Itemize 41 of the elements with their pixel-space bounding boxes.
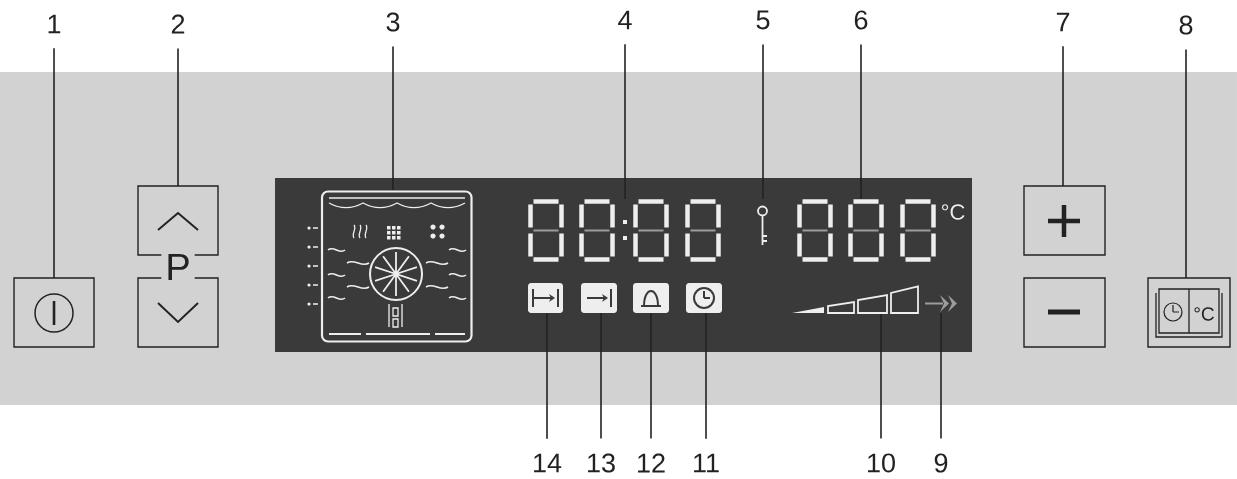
button-label: P (161, 252, 195, 282)
time-display (528, 199, 721, 262)
bell-icon (633, 283, 669, 313)
leader-line (940, 312, 942, 440)
unit-label: °C (942, 204, 965, 220)
callout-number: 4 (618, 10, 632, 30)
leader-line (1185, 48, 1187, 279)
end-time-icon (581, 283, 617, 313)
leader-line (53, 47, 55, 279)
leader-line (650, 312, 652, 440)
leader-line (860, 43, 862, 200)
leader-line (177, 47, 179, 187)
leader-line (546, 312, 548, 440)
clock-icon (686, 283, 722, 313)
callout-number: 1 (48, 14, 61, 34)
callout-number: 14 (534, 453, 562, 473)
unit-label: °C (1194, 307, 1214, 321)
oven-symbol-drawing (307, 190, 473, 343)
callout-number: 5 (756, 10, 770, 30)
callout-number: 8 (1179, 15, 1193, 35)
callout-number: 13 (588, 453, 615, 473)
leader-line (392, 45, 394, 191)
callout-number: 11 (694, 453, 719, 473)
leader-line (762, 43, 764, 200)
callout-number: 10 (868, 453, 895, 473)
callout-number: 2 (171, 14, 185, 34)
callout-number: 3 (386, 12, 400, 32)
temperature-display (797, 199, 936, 262)
leader-line (600, 312, 602, 440)
callout-number: 7 (1056, 12, 1070, 32)
level-bars-icon (792, 285, 919, 314)
callout-number: 12 (638, 453, 665, 473)
leader-line (880, 313, 882, 440)
leader-line (1062, 45, 1064, 187)
leader-line (705, 312, 707, 440)
callout-number: 9 (934, 453, 948, 473)
callout-number: 6 (854, 10, 868, 30)
key-icon (757, 205, 768, 246)
leader-line (624, 43, 626, 200)
duration-icon (528, 283, 563, 313)
arrow-icon (924, 295, 957, 312)
